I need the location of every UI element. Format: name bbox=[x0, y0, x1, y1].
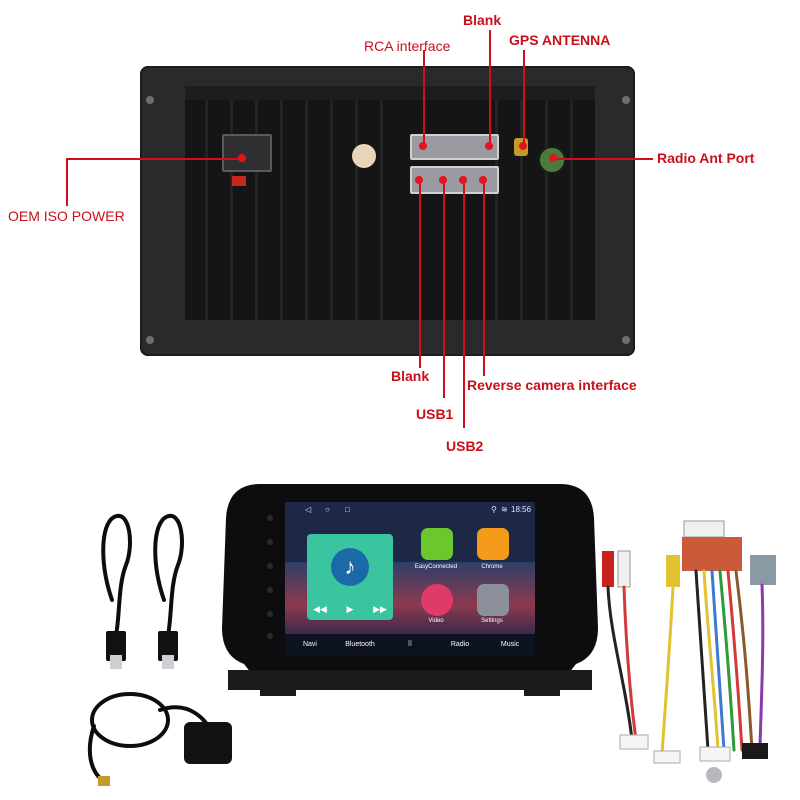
music-note-icon: ♪ bbox=[331, 548, 369, 586]
dock-music[interactable]: Music bbox=[500, 641, 520, 648]
easyconnected-label: EasyConnected bbox=[414, 564, 458, 570]
label-reverse-camera: Reverse camera interface bbox=[467, 377, 637, 393]
chrome-app[interactable] bbox=[477, 528, 509, 560]
warranty-sticker bbox=[352, 144, 376, 168]
wifi-icon: ≋ bbox=[501, 505, 508, 514]
easyconnected-app[interactable] bbox=[421, 528, 453, 560]
rewind-icon[interactable]: ◀◀ bbox=[313, 604, 327, 614]
dock-radio[interactable]: Radio bbox=[450, 641, 470, 648]
label-blank-top: Blank bbox=[463, 12, 502, 28]
back-icon[interactable]: ◁ bbox=[305, 505, 312, 514]
fuse bbox=[232, 176, 246, 186]
video-label: Video bbox=[428, 618, 444, 624]
dock-navi[interactable]: Navi bbox=[302, 641, 317, 648]
label-usb2: USB2 bbox=[446, 438, 484, 454]
home-icon[interactable]: ○ bbox=[325, 505, 330, 514]
status-bar: ◁ ○ □ ⚲ ≋ 18:56 bbox=[285, 502, 535, 518]
settings-app[interactable] bbox=[477, 584, 509, 616]
music-widget[interactable]: ♪ ◀◀ ▶ ▶▶ bbox=[307, 534, 393, 620]
status-time: 18:56 bbox=[511, 505, 532, 514]
usb-cables bbox=[101, 513, 184, 669]
gps-antenna bbox=[87, 692, 232, 786]
play-icon[interactable]: ▶ bbox=[346, 604, 354, 614]
label-rca-interface: RCA interface bbox=[364, 38, 451, 54]
label-usb1: USB1 bbox=[416, 406, 454, 422]
iso-power-connector bbox=[222, 134, 272, 172]
rear-chassis bbox=[185, 100, 595, 320]
settings-label: Settings bbox=[481, 618, 503, 624]
label-oem-iso-power: OEM ISO POWER bbox=[8, 208, 125, 224]
app-drawer-icon[interactable]: ⠿ bbox=[407, 641, 413, 648]
forward-icon[interactable]: ▶▶ bbox=[373, 604, 387, 614]
label-blank-bottom: Blank bbox=[391, 368, 430, 384]
video-app[interactable] bbox=[421, 584, 453, 616]
head-unit-screen: ◁ ○ □ ⚲ ≋ 18:56 ♪ ◀◀ ▶ ▶▶ EasyConnected … bbox=[285, 502, 535, 656]
location-icon: ⚲ bbox=[491, 505, 497, 514]
recents-icon[interactable]: □ bbox=[345, 505, 350, 514]
label-gps-antenna: GPS ANTENNA bbox=[509, 32, 611, 48]
dock-bluetooth[interactable]: Bluetooth bbox=[345, 641, 375, 648]
wiring-harness bbox=[602, 520, 776, 783]
label-radio-ant-port: Radio Ant Port bbox=[657, 150, 755, 166]
chrome-label: Chrome bbox=[481, 564, 503, 570]
dock: Navi Bluetooth ⠿ Radio Music bbox=[285, 634, 535, 656]
